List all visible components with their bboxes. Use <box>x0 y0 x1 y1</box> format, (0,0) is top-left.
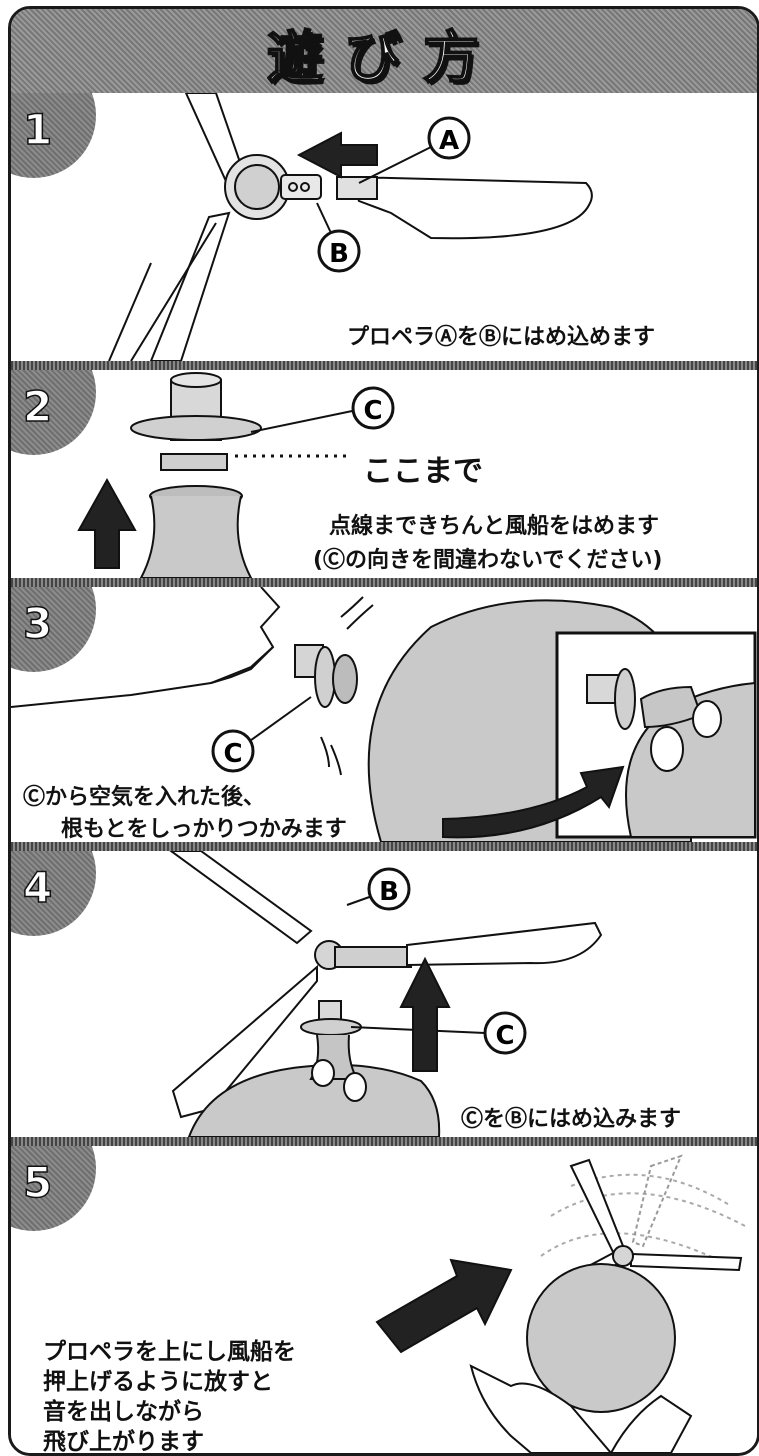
step-number: 3 <box>22 598 53 649</box>
title-banner: 遊び方 <box>11 9 757 93</box>
label-a: A <box>439 126 459 156</box>
step-4-illustration: B C <box>169 851 603 1137</box>
step-3-caption-line2: 根もとをしっかりつかみます <box>61 817 347 842</box>
step-5-panel: 5 プロペラを上にし風船を 押上げるように放すと 音を出しながら 飛び上がります <box>11 1146 757 1453</box>
step-4-caption: ⒸをⒷにはめ込みます <box>461 1107 682 1132</box>
step-number: 2 <box>22 381 53 432</box>
step-5-caption-line2: 押上げるように放すと <box>43 1369 273 1395</box>
step-2-illustration: C <box>77 372 395 578</box>
step-5-tab: 5 <box>11 1146 96 1231</box>
here-label: ここまで <box>363 454 483 489</box>
label-c: C <box>363 396 382 426</box>
label-b: B <box>379 877 399 907</box>
step-1-illustration: A B <box>108 93 593 361</box>
step-2-panel: C 2 ここまで 点線まできちんと風船をはめます (Ⓒの向きを間違わないでくださ… <box>11 370 757 578</box>
step-5-illustration <box>375 1154 746 1453</box>
page-title: 遊び方 <box>266 25 501 92</box>
step-number: 4 <box>22 862 53 913</box>
label-c: C <box>495 1021 514 1051</box>
step-3-caption-line1: Ⓒから空気を入れた後、 <box>23 785 266 810</box>
step-2-caption-line2: (Ⓒの向きを間違わないでください) <box>313 548 663 573</box>
divider <box>11 361 757 370</box>
instruction-sheet: 遊び方 <box>8 6 759 1456</box>
step-4-panel: B C 4 ⒸをⒷにはめ込みます <box>11 851 757 1137</box>
divider <box>11 578 757 587</box>
step-2-caption-line1: 点線まできちんと風船をはめます <box>329 514 660 539</box>
step-number: 5 <box>22 1157 53 1208</box>
step-number: 1 <box>22 104 53 155</box>
step-3-panel: C 3 Ⓒから空気を入れた後、 根もとをしっかりつかみます <box>11 587 757 842</box>
step-1-caption: プロペラⒶをⒷにはめ込めます <box>347 325 656 350</box>
step-3-illustration: C <box>11 587 757 842</box>
label-c: C <box>223 739 242 769</box>
step-5-caption-line3: 音を出しながら <box>43 1399 204 1425</box>
step-5-caption-line1: プロペラを上にし風船を <box>43 1339 296 1365</box>
step-5-caption-line4: 飛び上がります <box>43 1429 204 1453</box>
step-1-panel: A B 1 プロペラⒶをⒷにはめ込めます <box>11 93 757 361</box>
label-b: B <box>329 239 349 269</box>
divider <box>11 842 757 851</box>
divider <box>11 1137 757 1146</box>
